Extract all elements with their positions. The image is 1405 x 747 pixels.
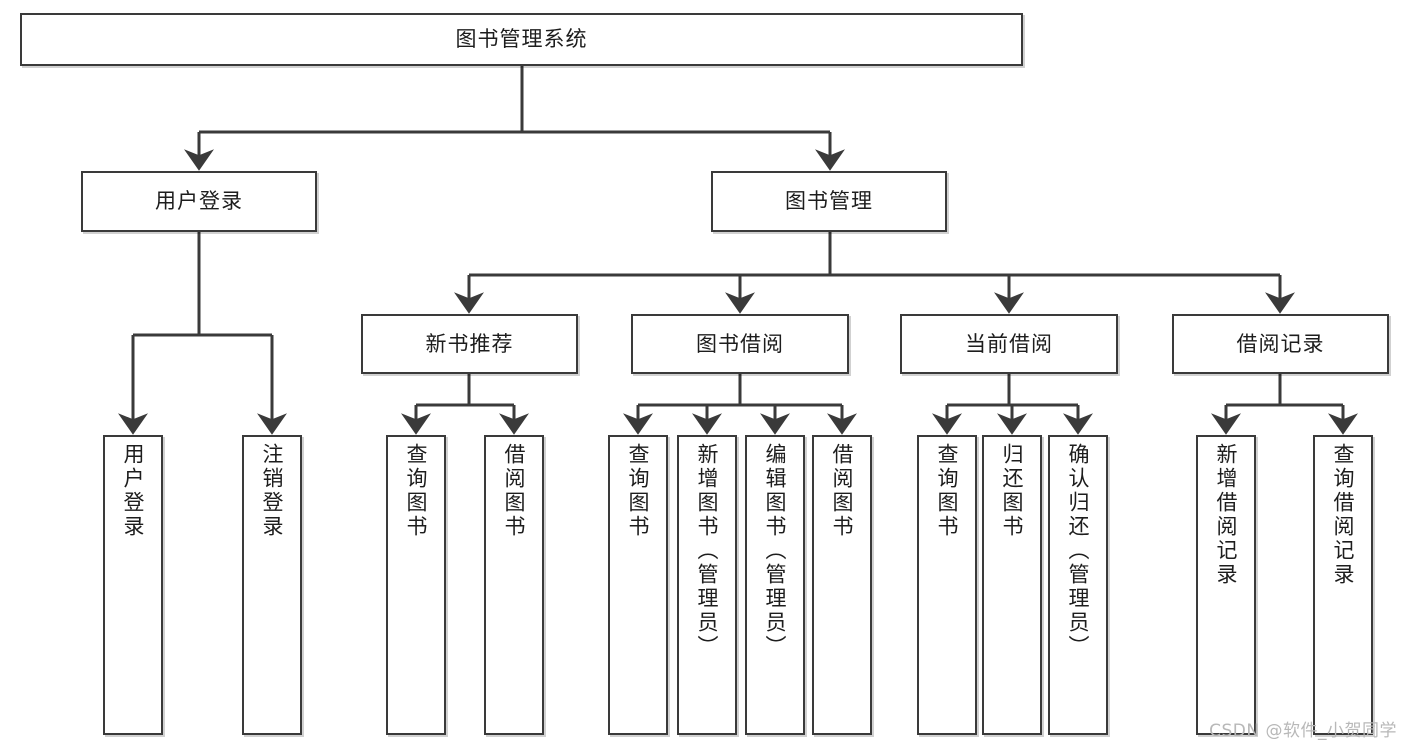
- node-user-login[interactable]: 用户登录: [81, 171, 317, 232]
- node-leaf-query-book-3[interactable]: 查询图书: [917, 435, 977, 735]
- node-new-book-recommend[interactable]: 新书推荐: [361, 314, 578, 374]
- node-label: 归还图书: [1000, 443, 1025, 539]
- node-label: 确认归还（管理员）: [1066, 443, 1091, 659]
- node-leaf-return-book[interactable]: 归还图书: [982, 435, 1042, 735]
- node-label: 借阅图书: [830, 443, 855, 539]
- node-label: 图书管理系统: [455, 27, 588, 52]
- node-label: 借阅记录: [1236, 331, 1325, 356]
- node-label: 图书借阅: [696, 331, 784, 356]
- node-label: 借阅图书: [502, 443, 527, 539]
- node-label: 图书管理: [785, 189, 873, 214]
- node-leaf-user-login[interactable]: 用户登录: [103, 435, 163, 735]
- watermark-csdn: CSDN @软件_小贺同学: [1209, 721, 1397, 741]
- node-root-system[interactable]: 图书管理系统: [20, 13, 1023, 66]
- node-leaf-borrow-book-1[interactable]: 借阅图书: [484, 435, 544, 735]
- node-label: 用户登录: [155, 189, 243, 214]
- node-leaf-add-record[interactable]: 新增借阅记录: [1196, 435, 1256, 735]
- node-book-management[interactable]: 图书管理: [711, 171, 947, 232]
- node-label: 新增图书（管理员）: [695, 443, 720, 659]
- node-label: 查询图书: [935, 443, 960, 539]
- node-label: 编辑图书（管理员）: [763, 443, 788, 659]
- node-label: 注销登录: [260, 443, 285, 539]
- node-label: 新书推荐: [425, 331, 514, 356]
- node-leaf-query-book-1[interactable]: 查询图书: [386, 435, 446, 735]
- node-label: 新增借阅记录: [1214, 443, 1239, 587]
- node-leaf-borrow-book-2[interactable]: 借阅图书: [812, 435, 872, 735]
- node-label: 查询图书: [404, 443, 429, 539]
- node-leaf-query-book-2[interactable]: 查询图书: [608, 435, 668, 735]
- node-leaf-query-record[interactable]: 查询借阅记录: [1313, 435, 1373, 735]
- node-leaf-edit-book[interactable]: 编辑图书（管理员）: [745, 435, 805, 735]
- node-borrow-record[interactable]: 借阅记录: [1172, 314, 1389, 374]
- node-leaf-add-book[interactable]: 新增图书（管理员）: [677, 435, 737, 735]
- node-label: 用户登录: [121, 443, 146, 539]
- node-label: 当前借阅: [965, 331, 1053, 356]
- node-leaf-logout-login[interactable]: 注销登录: [242, 435, 302, 735]
- node-current-borrow[interactable]: 当前借阅: [900, 314, 1118, 374]
- node-label: 查询借阅记录: [1331, 443, 1356, 587]
- node-label: 查询图书: [626, 443, 651, 539]
- node-leaf-confirm-return[interactable]: 确认归还（管理员）: [1048, 435, 1108, 735]
- node-book-borrow[interactable]: 图书借阅: [631, 314, 849, 374]
